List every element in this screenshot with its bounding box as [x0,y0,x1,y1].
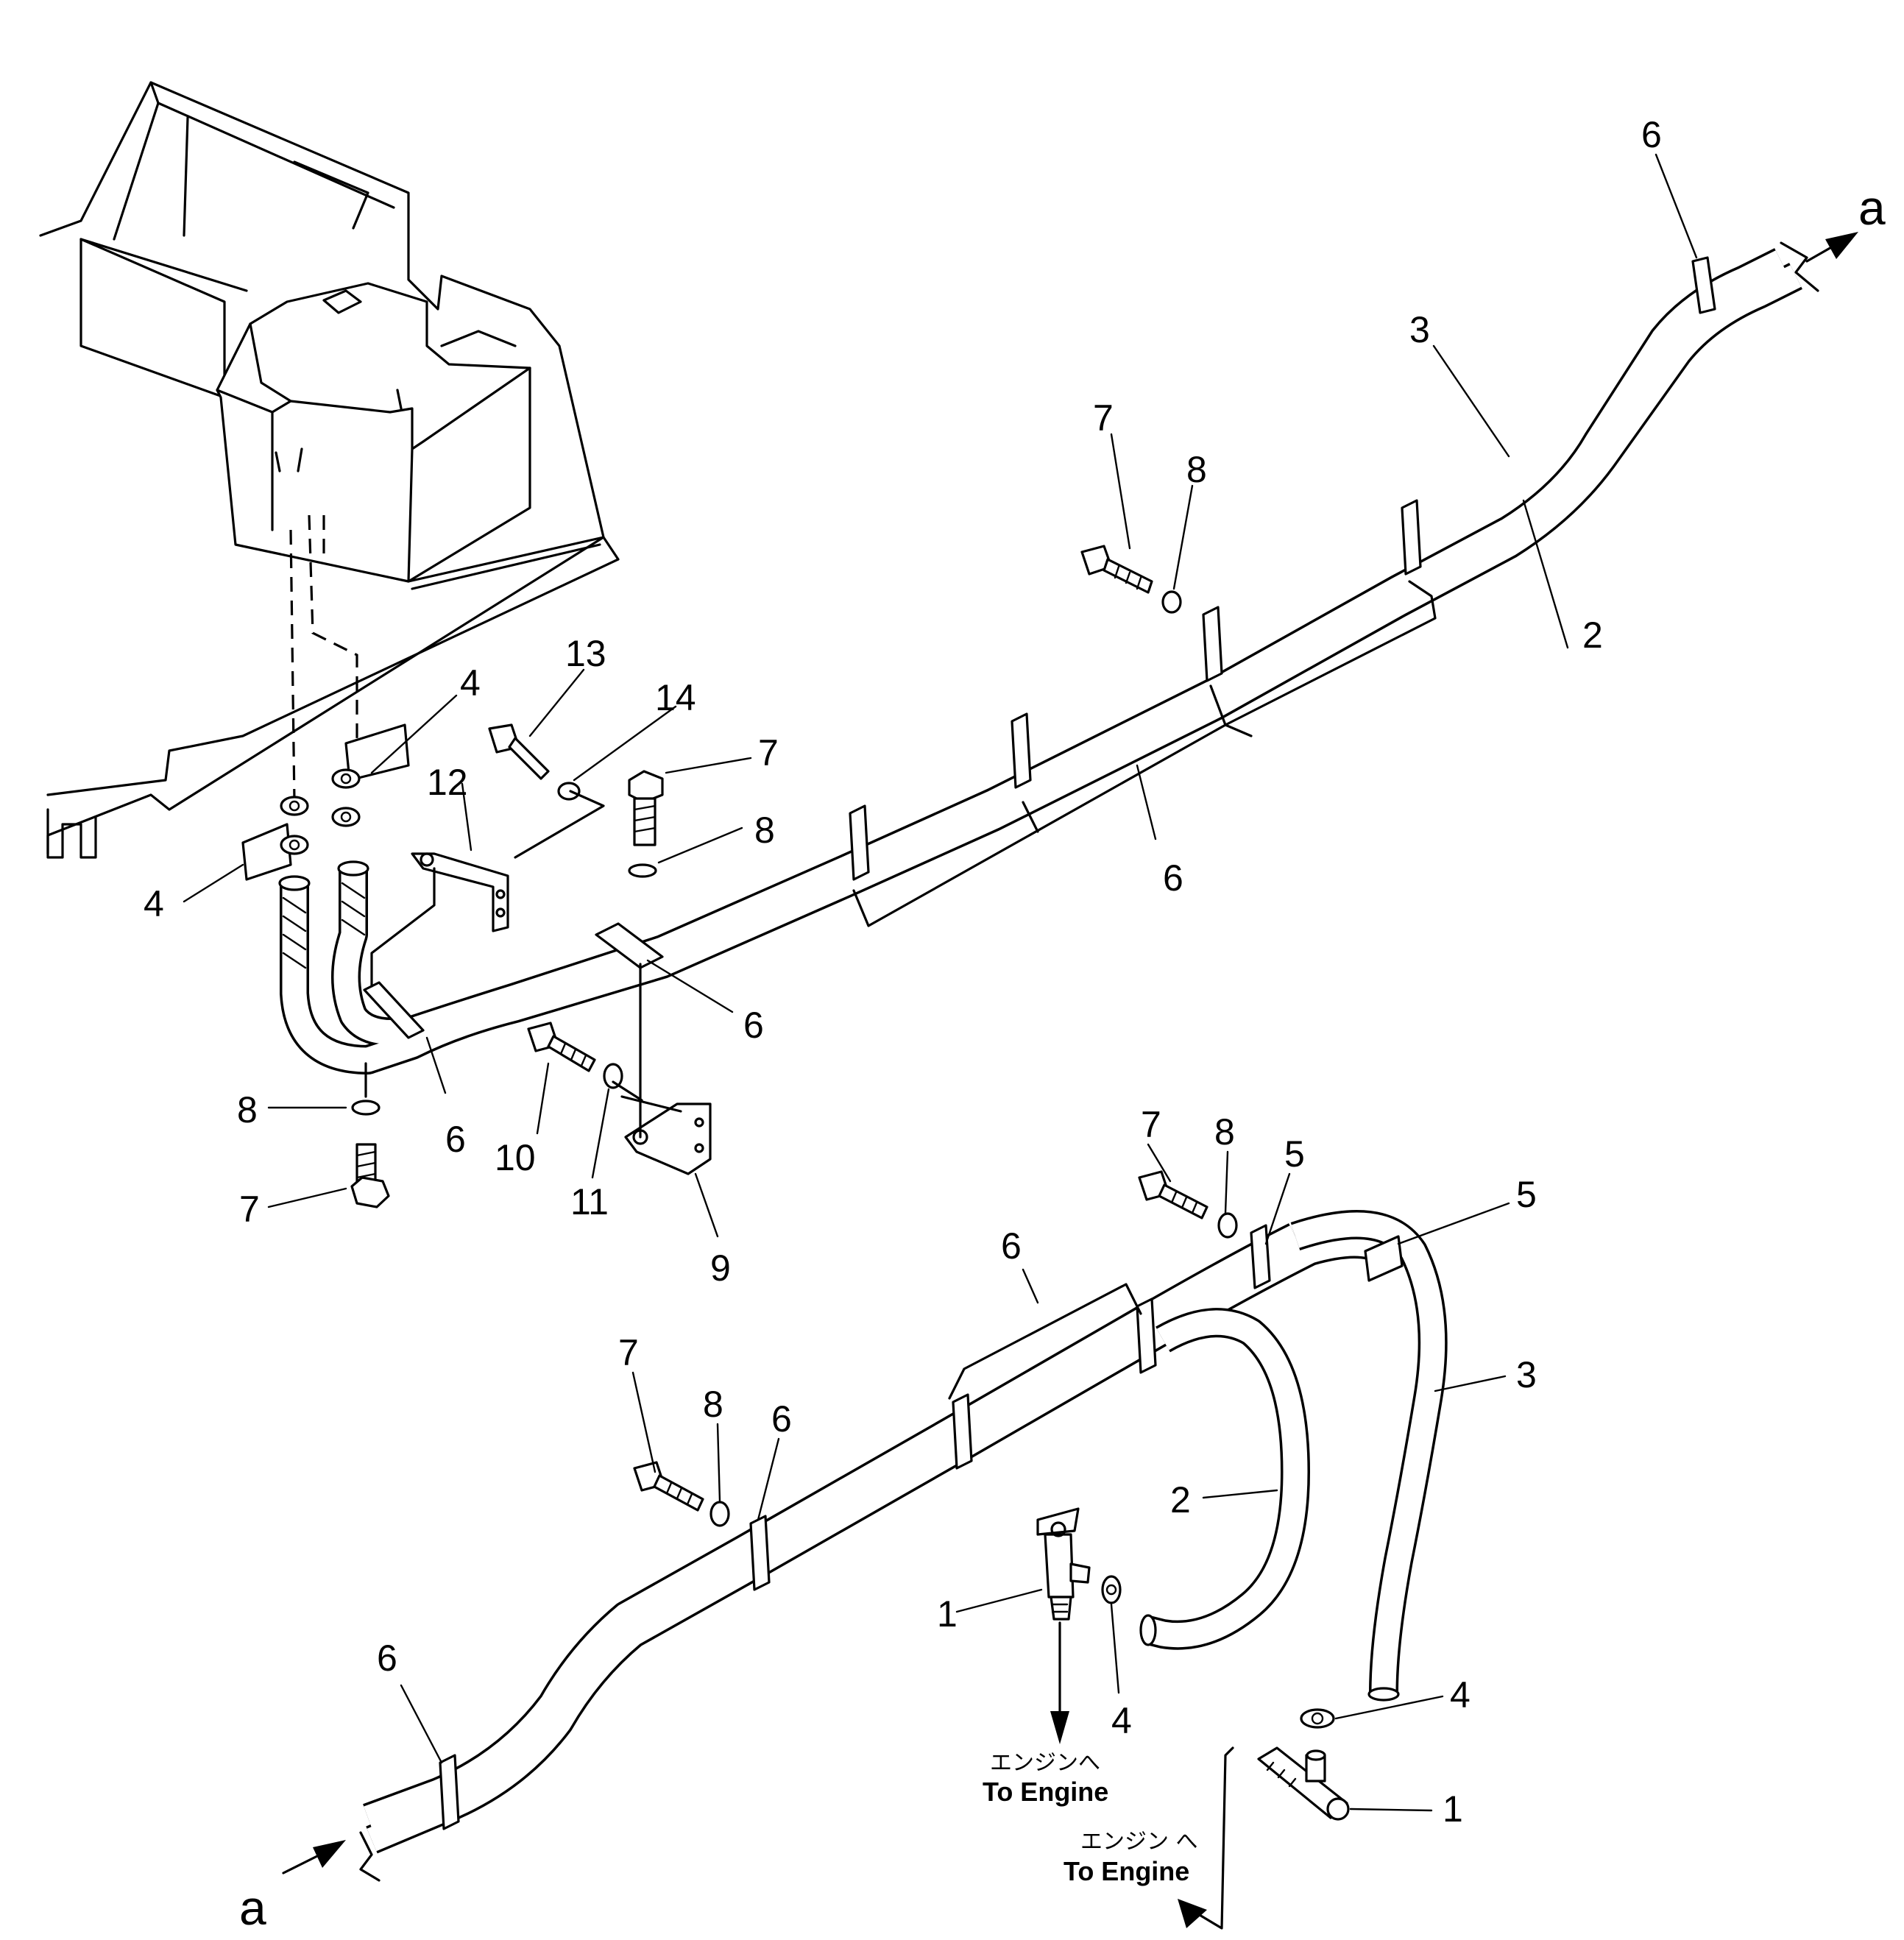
callout-12: 12 [427,762,468,803]
callout-6: 6 [1163,857,1183,899]
clamp-6-bottom [439,1224,1404,1830]
bolt-7-bottom-mid [633,1461,704,1512]
callouts-top: 6 3 2 7 8 6 13 14 7 8 12 4 4 6 6 8 7 10 … [144,114,1662,1289]
callout-8: 8 [1186,449,1207,490]
bottom-hose-assembly [359,1170,1448,1930]
callout-2: 2 [1170,1479,1191,1521]
callout-1: 1 [1443,1788,1463,1830]
bracket-9 [620,963,712,1175]
callout-7: 7 [239,1189,260,1230]
callout-11: 11 [570,1181,609,1222]
callout-6: 6 [377,1638,397,1679]
note-en: To Engine [1064,1856,1189,1886]
bracket-12 [370,852,509,988]
callout-6: 6 [771,1398,792,1440]
callout-7: 7 [1141,1104,1161,1145]
callout-5: 5 [1284,1133,1305,1175]
callout-4: 4 [1450,1674,1471,1716]
callout-6: 6 [445,1119,466,1160]
bolt-7-bottom-right [1138,1170,1208,1219]
callout-6: 6 [1001,1225,1022,1267]
bolt-7-top-mid [628,770,664,846]
bolt-13 [488,723,550,780]
clamp-6 [363,256,1716,1039]
callout-8: 8 [703,1384,723,1425]
ref-arrow-bottom-left [282,1840,346,1874]
bolt-7-top-right [1080,545,1153,594]
top-hose-assembly [241,241,1819,1208]
hose-clamp-4-bottom-right [1300,1708,1335,1729]
callout-3: 3 [1409,309,1430,350]
callout-1: 1 [937,1593,958,1635]
callout-7: 7 [1093,397,1114,439]
ref-marker-a-bottom: a [239,1880,266,1935]
washer-8-top-left [351,1100,381,1116]
hose-clamp-4-bottom [1101,1575,1122,1604]
callout-9: 9 [710,1247,731,1289]
callout-6: 6 [1641,114,1662,155]
hose-clips-4 [241,723,410,881]
callout-5: 5 [1516,1174,1537,1215]
callout-10: 10 [495,1137,536,1178]
note-to-engine-2: エンジン へ To Engine [1064,1829,1198,1886]
callout-6: 6 [743,1005,764,1046]
bolt-7-top-left [350,1143,390,1208]
bolt-10 [527,1022,596,1072]
callout-8: 8 [754,810,775,851]
leader-lines [183,153,1698,1812]
washer-8-bottom-right [1217,1212,1238,1239]
tee-fitting-1 [1257,1746,1350,1821]
washer-11 [603,1063,623,1089]
washer-8-bottom-mid [709,1501,730,1527]
heater-unit [39,81,620,859]
note-to-engine-1: エンジンへ To Engine [983,1750,1108,1807]
connection-guide-lines [289,514,358,803]
note-en: To Engine [983,1777,1108,1807]
callout-4: 4 [460,662,481,704]
callout-3: 3 [1516,1354,1537,1395]
note-jp: エンジン へ [1080,1829,1198,1855]
callout-2: 2 [1582,615,1603,656]
note-jp: エンジンへ [990,1750,1100,1776]
ref-arrow-top-right [1805,232,1858,263]
washer-14 [557,782,581,801]
callout-4: 4 [144,883,164,924]
callout-8: 8 [1214,1111,1235,1153]
valve-fitting-1 [1036,1507,1091,1621]
washer-8-top-mid [628,863,657,878]
callout-13: 13 [565,633,606,674]
callouts-bottom: 7 8 5 5 6 3 7 8 6 2 6 1 4 4 1 [377,1104,1537,1830]
callout-14: 14 [655,677,696,718]
callout-7: 7 [758,732,779,773]
callout-7: 7 [618,1332,639,1373]
callout-4: 4 [1111,1700,1132,1741]
washer-8-top-right [1161,590,1182,614]
callout-8: 8 [237,1089,258,1130]
ref-marker-a-top: a [1858,180,1886,235]
